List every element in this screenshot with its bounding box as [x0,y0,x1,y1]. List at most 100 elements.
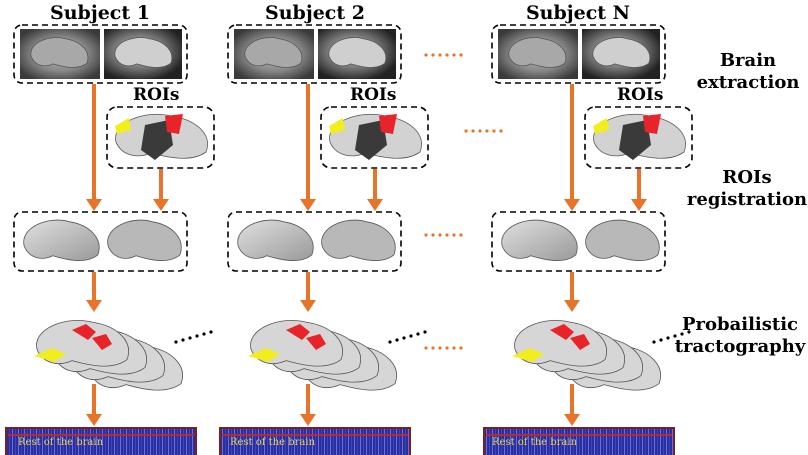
mri-box-3 [491,24,666,84]
roi-yellow-region-3 [593,118,609,134]
ellipsis-dot [452,233,456,237]
tract-dot [388,340,392,344]
ellipsis-dot [478,129,482,133]
tract-red-1-2 [286,324,310,340]
ellipsis-dot [459,346,463,350]
tract-red-1-3 [550,324,574,340]
tract-dot [680,332,684,336]
registered-brain-1-3 [501,219,578,261]
tract-dot [202,332,206,336]
tract-dot [666,336,670,340]
tract-dot [395,338,399,342]
ellipsis-dot [445,346,449,350]
arrow-roi-2-head [367,199,383,211]
tract-dots-1 [174,330,213,344]
tract-dot [409,334,413,338]
ellipsis-dot [452,346,456,350]
roi-dark-region-3 [619,120,651,160]
ellipsis-dot [445,233,449,237]
matrix-top-band-1 [8,434,194,436]
roi-dark-region-1 [141,120,173,160]
ellipsis-dot [438,346,442,350]
connectivity-matrix-1 [5,427,197,455]
tract-dot [402,336,406,340]
arrow-roi-1 [153,169,169,211]
ellipsis-dot [424,53,428,57]
tract-yellow-1 [34,348,66,362]
arrow-extract-3-head [564,199,580,211]
registered-brain-2-2 [321,219,396,261]
step-brain-extraction: Brain extraction [690,50,806,94]
tract-dot [174,340,178,344]
mri-box-1 [13,24,188,84]
mri-brain-raw-1 [30,37,89,68]
step-rois-registration: ROIs registration [686,167,808,211]
ellipsis-dot [485,129,489,133]
roi-dark-region-2 [355,120,387,160]
arrow-register-1 [86,272,102,312]
arrow-register-2-head [300,300,316,312]
arrow-tract-3 [564,384,580,426]
arrow-roi-2 [367,169,383,211]
roi-label-n: ROIs [617,85,664,105]
arrow-roi-1-head [153,199,169,211]
subject-title-n: Subject N [525,2,631,24]
tract-dot [673,334,677,338]
mri-brain-extracted-3 [592,37,651,68]
tract-dot [659,338,663,342]
step-rois-registration-line2: registration [686,189,808,210]
row-ellipsis [424,53,503,350]
arrow-register-3 [564,272,580,312]
ellipsis-dot [445,53,449,57]
arrow-roi-3-head [631,199,647,211]
tract-dot [195,334,199,338]
tract-yellow-2 [248,348,280,362]
step-tractography-line2: tractography [674,336,806,357]
ellipsis-dot [424,346,428,350]
mri-brain-extracted-1 [114,37,173,68]
ellipsis-dot [431,233,435,237]
registered-brain-2-1 [107,219,182,261]
tract-red-2-1 [92,334,112,350]
ellipsis-dot [431,346,435,350]
step-tractography-line1: Probailistic [681,314,799,335]
registration-box-2 [227,211,402,272]
roi-yellow-region-1 [115,118,131,134]
ellipsis-dot [464,129,468,133]
ellipsis-dot [499,129,503,133]
arrow-register-1-head [86,300,102,312]
arrow-tract-1 [86,384,102,426]
tract-red-1-1 [72,324,96,340]
mri-brain-raw-3 [508,37,567,68]
tract-dot [423,330,427,334]
tract-dots-3 [652,330,691,344]
connectivity-matrix-2 [219,427,411,455]
tract-dot [687,330,691,334]
arrow-register-3-head [564,300,580,312]
roi-red-region-1 [165,114,183,134]
subject-title-1: Subject 1 [50,2,150,24]
ellipsis-dot [459,53,463,57]
arrow-extract-1 [86,84,102,211]
roi-box-1 [106,106,215,169]
arrow-tract-2 [300,384,316,426]
matrix-label-1: Rest of the brain [18,437,104,448]
registered-brain-2-3 [585,219,660,261]
ellipsis-dot [438,53,442,57]
subject-column-1 [5,24,215,455]
mri-box-2 [227,24,402,84]
registered-brain-1-1 [23,219,100,261]
step-brain-extraction-line1: Brain [719,50,777,71]
subject-column-2 [219,24,429,455]
tract-dot [209,330,213,334]
tract-red-2-2 [306,334,326,350]
roi-label-2: ROIs [350,85,397,105]
ellipsis-dot [492,129,496,133]
roi-box-3 [584,106,693,169]
roi-red-region-2 [379,114,397,134]
ellipsis-dot [452,53,456,57]
tract-yellow-3 [512,348,544,362]
matrix-top-band-3 [486,434,672,436]
roi-label-1: ROIs [133,85,180,105]
